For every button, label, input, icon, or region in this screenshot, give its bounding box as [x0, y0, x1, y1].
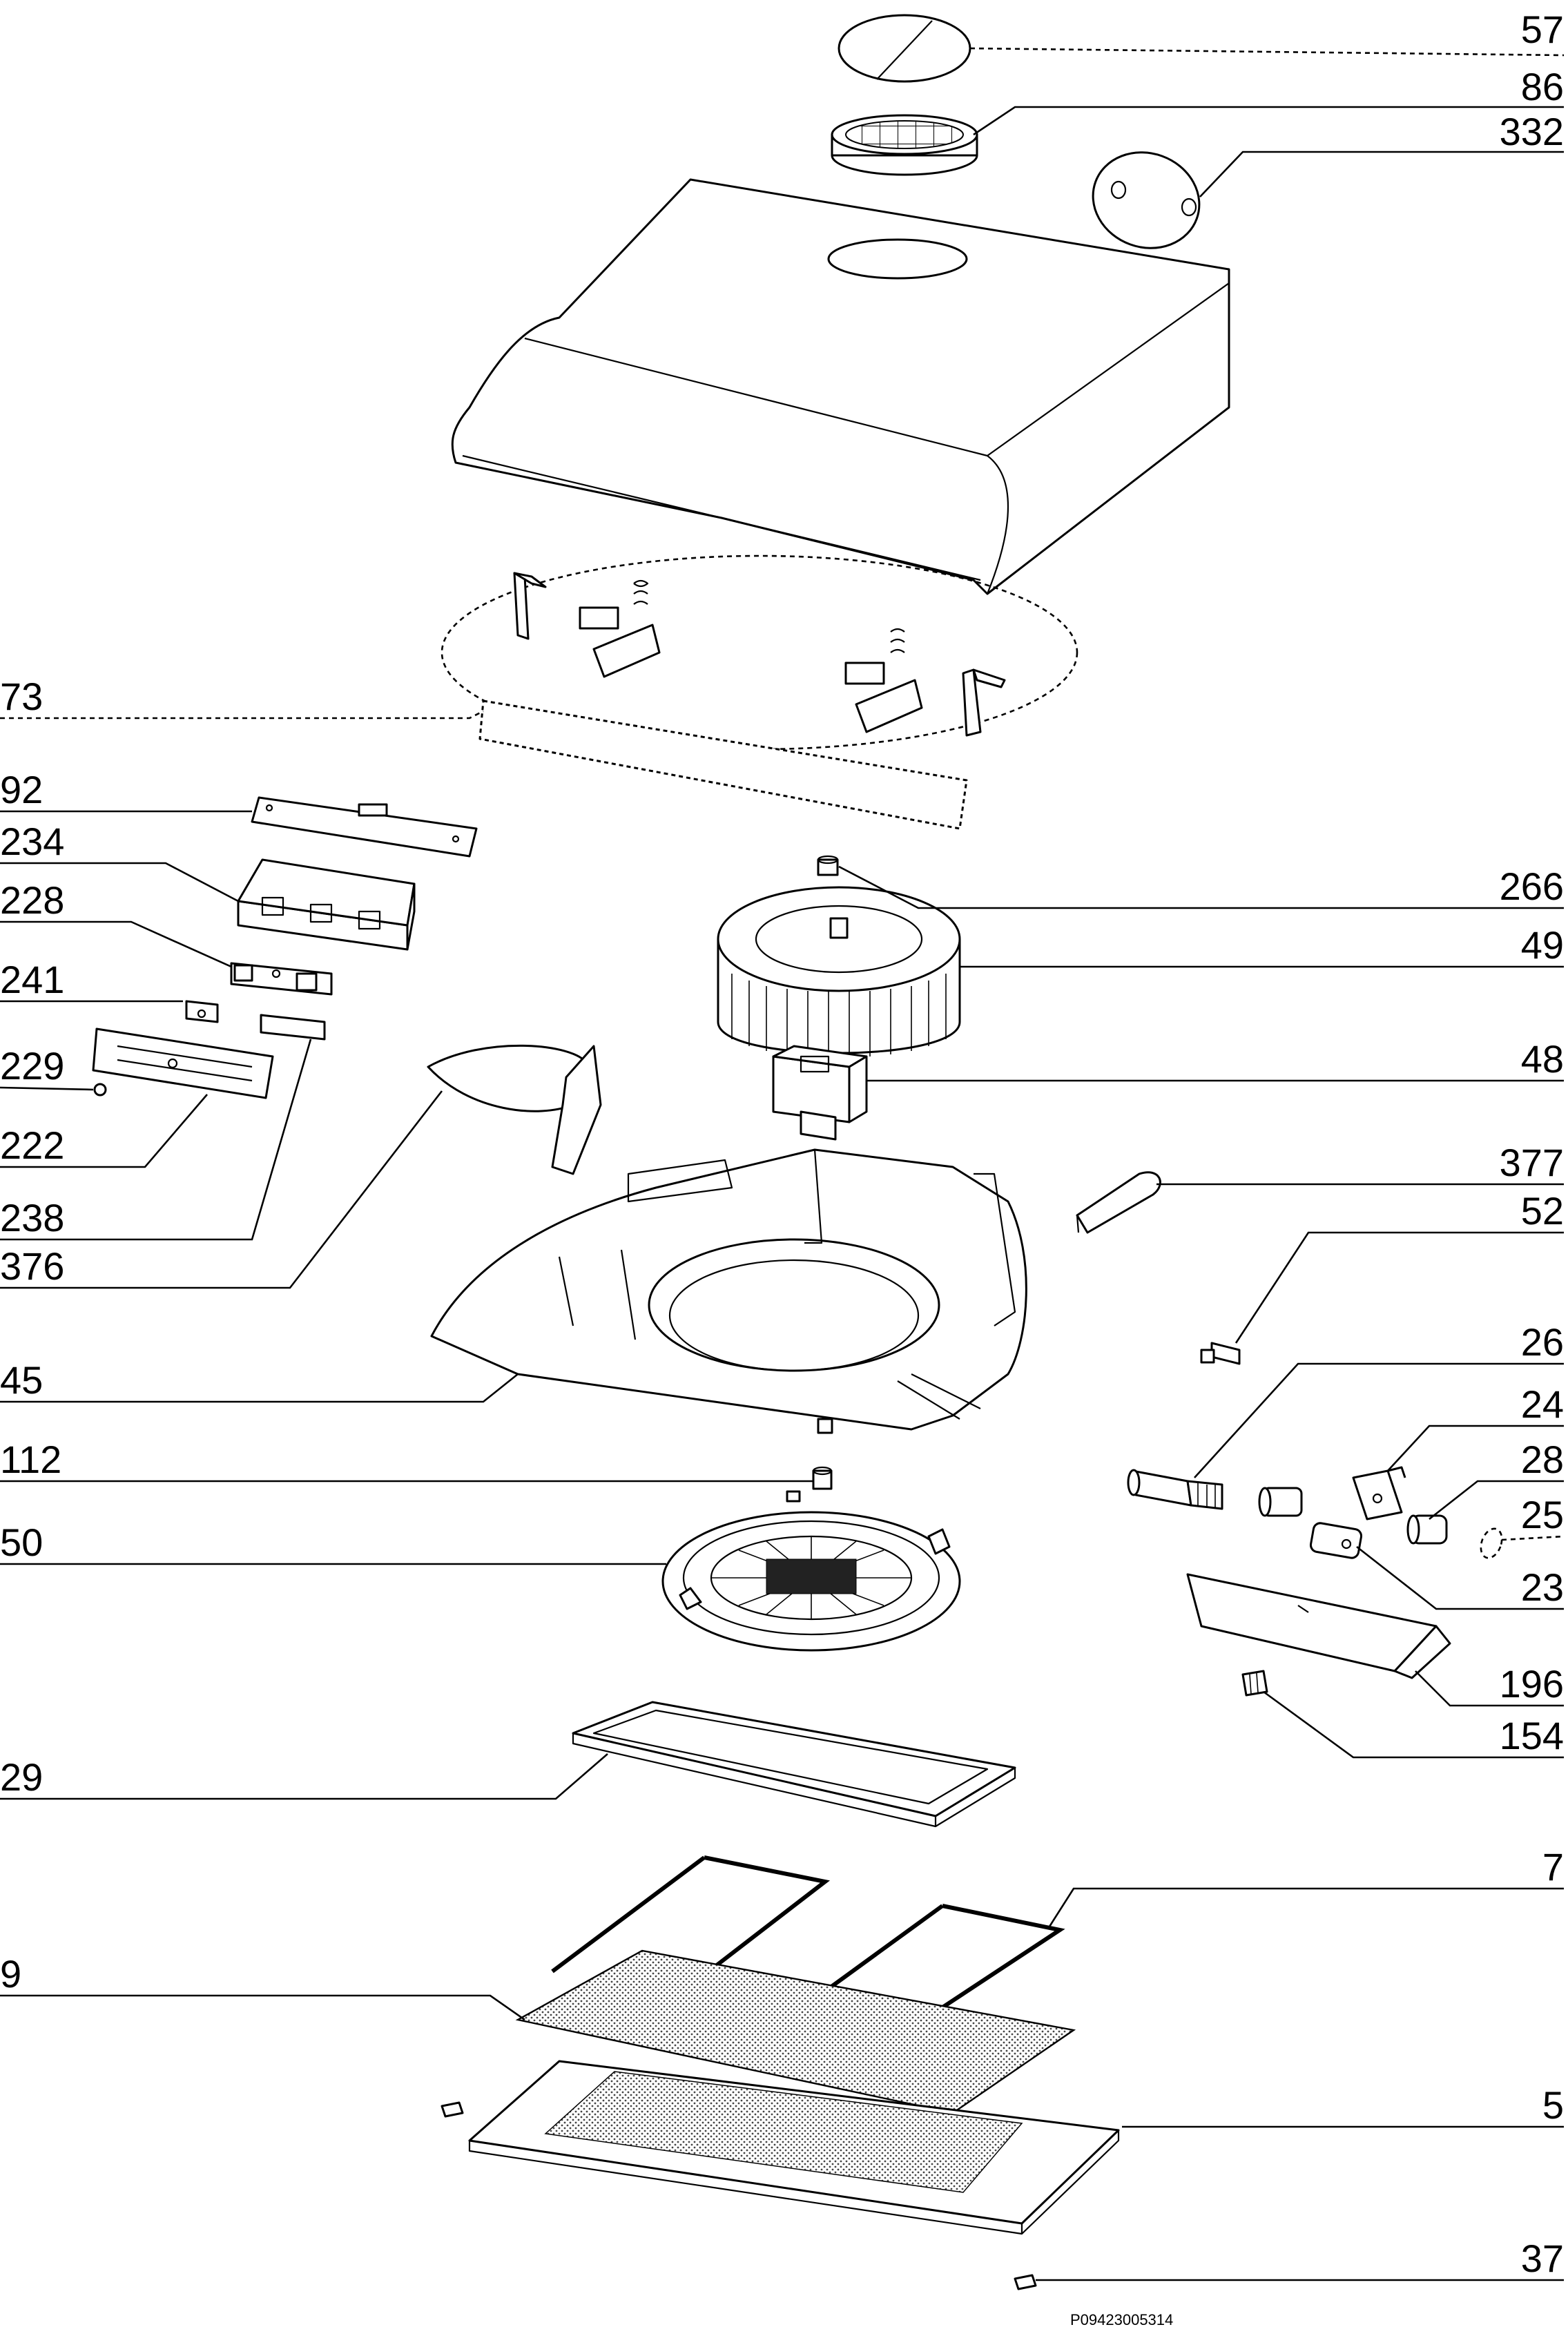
part-45-fan-housing — [430, 1148, 1027, 1434]
callout-5: 5 — [1542, 2083, 1564, 2127]
callout-238: 238 — [0, 1196, 64, 1239]
part-48-motor — [772, 1045, 868, 1141]
part-376-deflector — [427, 1044, 602, 1175]
callout-24: 24 — [1521, 1382, 1564, 1426]
part-222-control-panel — [92, 1027, 274, 1099]
callout-49: 49 — [1521, 923, 1564, 967]
callout-92: 92 — [0, 768, 43, 811]
part-bushing — [1258, 1487, 1303, 1517]
part-37-clips — [441, 2101, 1037, 2290]
callout-48: 48 — [1521, 1037, 1564, 1081]
callout-73: 73 — [0, 675, 43, 718]
part-196-lamp-cover — [1186, 1573, 1451, 1679]
reference-code: P09423005314 — [1070, 2311, 1173, 2328]
part-112-spacer — [786, 1466, 833, 1503]
part-52-connector — [1200, 1342, 1241, 1365]
callout-28: 28 — [1521, 1438, 1564, 1481]
part-92-mounting-plate — [251, 796, 478, 858]
part-29-filter-frame — [572, 1701, 1016, 1828]
callout-9: 9 — [0, 1952, 21, 1996]
callout-86: 86 — [1521, 65, 1564, 108]
callout-222: 222 — [0, 1123, 64, 1167]
part-5-grid-tray — [468, 2060, 1120, 2235]
callout-23: 23 — [1521, 1565, 1564, 1609]
part-332-flap-disc — [1092, 151, 1201, 249]
callout-228: 228 — [0, 878, 64, 922]
callout-241: 241 — [0, 958, 64, 1001]
callout-376: 376 — [0, 1244, 64, 1288]
callout-229: 229 — [0, 1044, 64, 1088]
callout-26: 26 — [1521, 1320, 1564, 1364]
part-229-indicator-lamp — [93, 1083, 107, 1097]
hood-body — [451, 178, 1230, 595]
callout-29: 29 — [0, 1755, 43, 1799]
callout-52: 52 — [1521, 1189, 1564, 1233]
part-241-switch-cap — [185, 1000, 219, 1023]
part-23-lamp-socket — [1309, 1522, 1363, 1559]
part-73-rail-group — [441, 554, 1078, 830]
part-28-lamp — [1406, 1514, 1448, 1545]
callout-332: 332 — [1500, 110, 1564, 153]
callout-154: 154 — [1500, 1714, 1564, 1757]
part-86-outlet-ring — [831, 114, 978, 176]
callout-25: 25 — [1521, 1493, 1564, 1536]
part-49-fan-wheel — [717, 886, 961, 1058]
part-26-lamp-holder — [1127, 1469, 1223, 1510]
part-228-switch-block — [230, 962, 333, 996]
callout-37: 37 — [1521, 2237, 1564, 2280]
part-377-clip — [1076, 1171, 1161, 1234]
part-234-switch-box — [237, 858, 416, 951]
callout-196: 196 — [1500, 1662, 1564, 1706]
callout-112: 112 — [0, 1438, 61, 1481]
callout-7: 7 — [1542, 1845, 1564, 1889]
part-266-nut — [817, 855, 839, 876]
part-25-lamp-ring — [1480, 1527, 1503, 1559]
part-50-motor-plate — [661, 1511, 961, 1652]
callout-45: 45 — [0, 1358, 43, 1402]
part-24-lamp-clamp — [1352, 1466, 1406, 1521]
callout-234: 234 — [0, 820, 64, 863]
part-154-clip — [1241, 1670, 1268, 1697]
part-9-filter-mesh — [515, 1949, 1076, 2114]
callout-57: 57 — [1521, 8, 1564, 51]
callout-50: 50 — [0, 1521, 43, 1564]
callout-377: 377 — [1500, 1141, 1564, 1184]
callout-266: 266 — [1500, 865, 1564, 908]
part-376-switch-cap — [260, 1014, 326, 1041]
part-57-cover-cap — [838, 14, 971, 83]
